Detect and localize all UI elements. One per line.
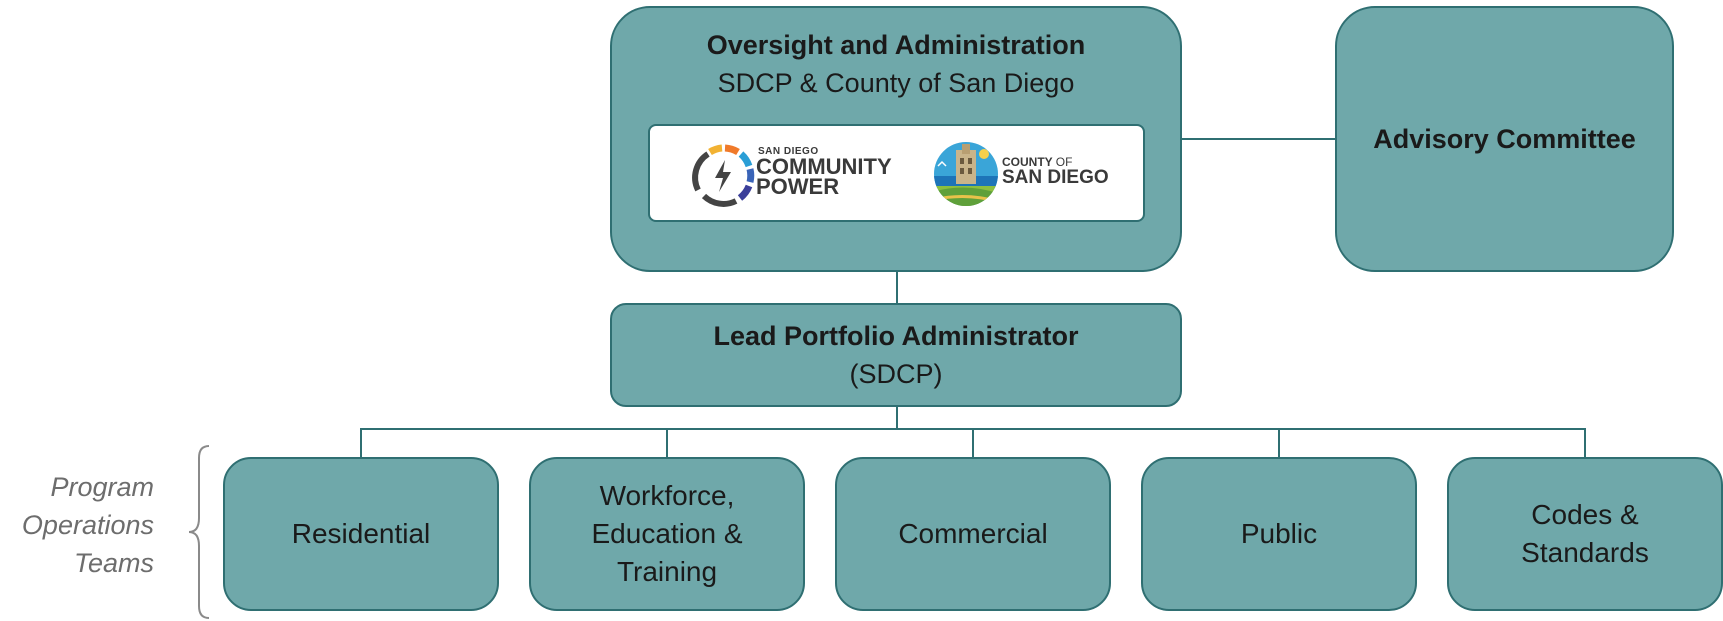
county-logo-line1: SAN DIEGO <box>1002 167 1109 188</box>
connector-team-residential <box>360 428 362 458</box>
logo-panel: SAN DIEGO COMMUNITY POWER COUNTY OF SAN … <box>648 124 1145 222</box>
county-logo-small: COUNTY OF <box>1002 156 1072 168</box>
oversight-title: Oversight and Administration <box>706 30 1086 60</box>
connector-team-codes <box>1584 428 1586 458</box>
connector-oversight-lead <box>896 270 898 304</box>
team-label: Residential <box>291 518 431 549</box>
sdcp-logo-small: SAN DIEGO <box>758 146 819 157</box>
team-label: Codes & Standards <box>1521 499 1649 568</box>
team-workforce-education-training: Workforce, Education & Training <box>529 457 805 611</box>
team-residential: Residential <box>223 457 499 611</box>
team-codes-standards: Codes & Standards <box>1447 457 1723 611</box>
sdcp-logo-line2: POWER <box>756 174 840 199</box>
side-label-line2: Operations <box>21 510 154 540</box>
county-logo-small-word: COUNTY <box>1002 155 1053 169</box>
lead-administrator-node: Lead Portfolio Administrator (SDCP) <box>610 303 1182 407</box>
advisory-committee-node: Advisory Committee <box>1335 6 1674 272</box>
team-label: Public <box>1240 518 1318 549</box>
connector-team-workforce <box>666 428 668 458</box>
team-label: Commercial <box>898 518 1048 549</box>
county-seal-icon <box>934 142 998 206</box>
connector-team-commercial <box>972 428 974 458</box>
team-commercial: Commercial <box>835 457 1111 611</box>
connector-lead-down <box>896 405 898 429</box>
advisory-committee-title: Advisory Committee <box>1373 124 1636 154</box>
side-label-line1: Program <box>50 472 154 502</box>
team-public: Public <box>1141 457 1417 611</box>
side-label-line3: Teams <box>73 548 154 578</box>
sdcp-logo-icon <box>692 144 755 207</box>
curly-brace-icon <box>188 445 210 619</box>
connector-team-public <box>1278 428 1280 458</box>
connector-oversight-advisory <box>1182 138 1335 140</box>
program-operations-label: Program Operations Teams <box>0 468 154 582</box>
lead-administrator-subtitle: (SDCP) <box>849 359 943 389</box>
lead-administrator-title: Lead Portfolio Administrator <box>713 321 1079 351</box>
county-logo-small-of: OF <box>1055 155 1073 169</box>
sdcp-logo-line1: COMMUNITY <box>756 154 892 179</box>
team-label: Workforce, Education & Training <box>591 480 743 587</box>
oversight-subtitle: SDCP & County of San Diego <box>717 68 1075 98</box>
